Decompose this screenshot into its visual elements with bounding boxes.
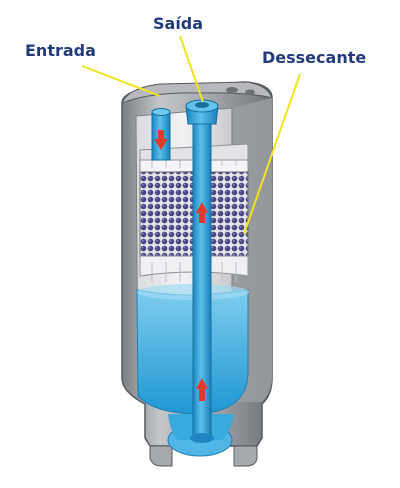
desiccant-label: Dessecante bbox=[262, 48, 367, 67]
callout-lines bbox=[81, 35, 301, 235]
outlet-flow-arrow-icon bbox=[196, 202, 208, 223]
liquid-flow-arrow-icon bbox=[196, 378, 208, 401]
outlet-label: Saída bbox=[153, 14, 204, 33]
outlet-pickup-tube bbox=[185, 99, 219, 443]
inlet-callout-line bbox=[81, 65, 161, 97]
inlet-flow-arrow-icon bbox=[154, 130, 168, 150]
outlet-callout-line bbox=[179, 35, 204, 103]
desiccant-callout-line bbox=[243, 73, 301, 235]
inlet-label: Entrada bbox=[25, 41, 96, 60]
